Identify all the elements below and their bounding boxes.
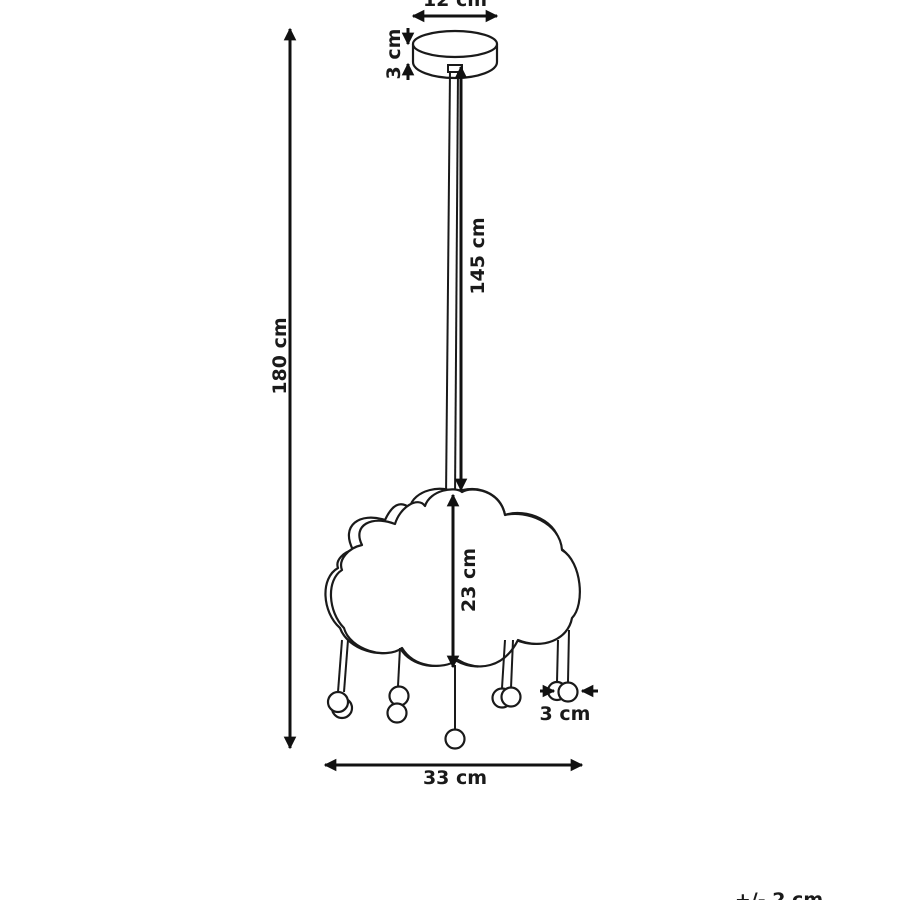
label-ball-diameter: 3 cm: [540, 703, 591, 725]
ceiling-canopy: [411, 29, 499, 80]
label-shade-height: 23 cm: [458, 548, 480, 612]
label-canopy-width: 12 cm: [423, 0, 487, 11]
cloud-shade: [329, 488, 581, 668]
label-tolerance: +/- 2 cm: [735, 889, 823, 900]
label-shade-width: 33 cm: [423, 767, 487, 789]
dimension-lines: [283, 9, 598, 772]
label-canopy-height: 3 cm: [383, 29, 405, 80]
suspension-rod: [445, 70, 459, 499]
label-total-height: 180 cm: [269, 317, 291, 394]
label-rod-length: 145 cm: [467, 217, 489, 294]
dimension-labels: 12 cm 3 cm 145 cm 180 cm 23 cm 33 cm 3 c…: [269, 0, 823, 900]
